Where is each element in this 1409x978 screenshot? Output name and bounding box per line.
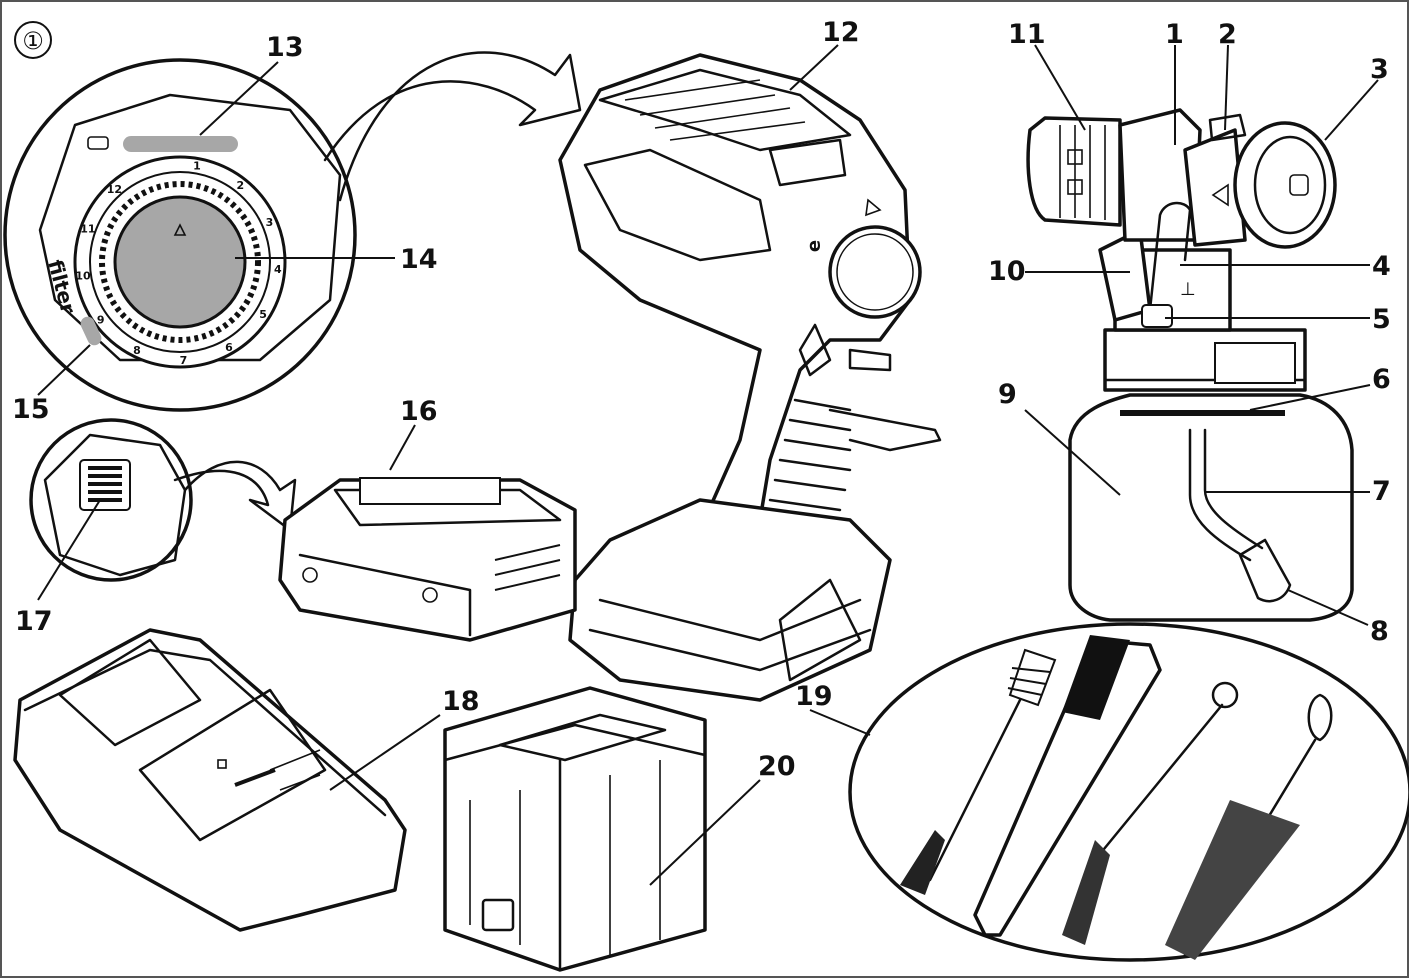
detail-arrow-top (323, 51, 582, 202)
callout-9: 9 (998, 379, 1017, 410)
callout-15: 15 (12, 394, 50, 425)
spray-attachment: ⊥ (1026, 108, 1354, 622)
arrow-mark-icon (865, 198, 882, 217)
callout-5: 5 (1372, 304, 1391, 335)
adjust-wheel (1208, 113, 1247, 142)
trigger (798, 323, 832, 377)
spray-gun-body: ə (558, 53, 942, 702)
callout-11: 11 (1008, 19, 1046, 50)
detail-arrow-bottom (173, 460, 297, 532)
callout-6: 6 (1372, 364, 1391, 395)
callout-16: 16 (400, 396, 438, 427)
dial-number: 5 (259, 308, 267, 321)
callout-14: 14 (400, 244, 438, 275)
dial-number: 6 (225, 341, 233, 354)
release-button-ribs (88, 466, 122, 502)
battery-release-detail (29, 418, 193, 582)
brush-bristles-2 (1062, 635, 1130, 720)
callout-20: 20 (758, 751, 796, 782)
callout-10: 10 (988, 256, 1026, 287)
dial-number: 1 (193, 160, 201, 173)
leader-lines (37, 44, 1379, 886)
dial-arrow-icon (173, 223, 187, 236)
filter-led (80, 316, 102, 346)
battery-led-bar (123, 136, 238, 152)
callout-3: 3 (1370, 54, 1389, 85)
dial-knob (113, 195, 247, 329)
dial-number: 4 (274, 263, 282, 276)
brush-tip-1 (900, 830, 945, 895)
svg-text:ə: ə (805, 240, 826, 252)
battery-pack (278, 477, 577, 642)
callout-8: 8 (1370, 616, 1389, 647)
dial-number: 2 (236, 179, 244, 192)
dial-number: 3 (266, 216, 274, 229)
dial-number: 12 (107, 183, 122, 196)
dial-number: 9 (97, 314, 105, 327)
dial-number: 8 (133, 344, 141, 357)
callout-2: 2 (1218, 19, 1237, 50)
brush-bristles-4 (1165, 800, 1300, 960)
callout-17: 17 (15, 606, 53, 637)
callout-numbers: 1 2 3 4 5 6 7 8 9 10 11 12 13 14 15 16 1… (12, 17, 1391, 782)
callout-12: 12 (822, 17, 860, 48)
callout-18: 18 (442, 686, 480, 717)
seal (1120, 410, 1285, 416)
callout-7: 7 (1372, 476, 1391, 507)
air-cap (1233, 121, 1337, 249)
callout-13: 13 (266, 32, 304, 63)
svg-text:⊥: ⊥ (1180, 279, 1196, 300)
callout-4: 4 (1372, 251, 1391, 282)
dial-number: 11 (80, 223, 95, 236)
battery-icon (87, 136, 109, 150)
case-latch (481, 898, 515, 932)
callout-19: 19 (795, 681, 833, 712)
l-boxx-case (443, 686, 707, 972)
battery-charger (13, 628, 407, 932)
grip-ribs (768, 398, 852, 512)
figure-marker: ① (14, 21, 52, 59)
nozzle-attachment-ring (828, 225, 922, 319)
figure-marker-text: ① (22, 27, 44, 55)
cleaning-brushes-detail (848, 622, 1409, 962)
brush-bristles-3 (1062, 840, 1110, 945)
belt-clip (828, 408, 942, 452)
callout-1: 1 (1165, 19, 1184, 50)
dial-number: 7 (180, 354, 188, 367)
suction-filter (1238, 538, 1292, 603)
dial-number: 10 (75, 270, 91, 283)
